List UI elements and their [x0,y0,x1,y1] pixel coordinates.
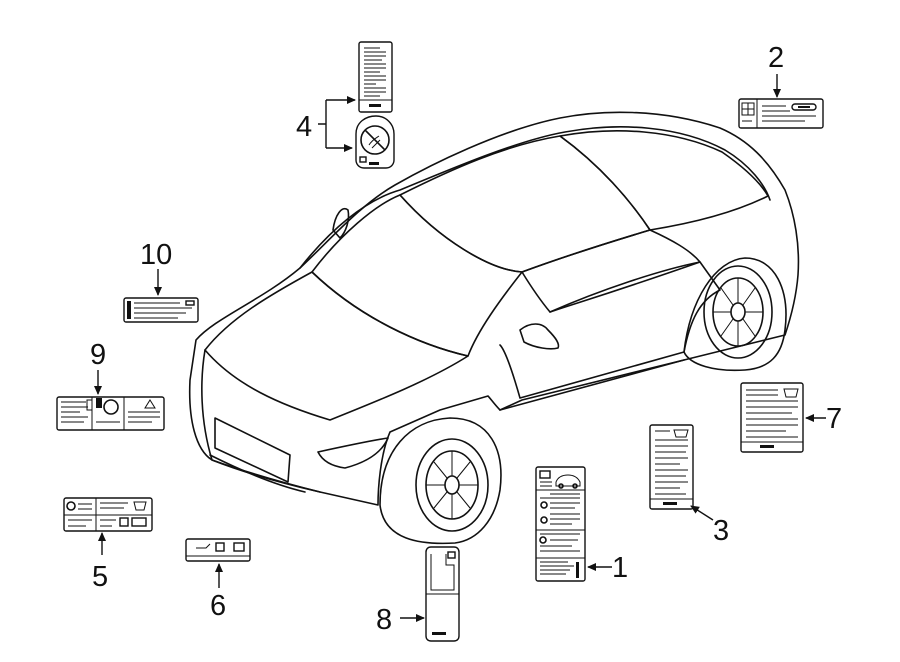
callout-4-bracket [318,100,327,148]
car-antenna [332,208,350,239]
part-5-label: 5 [63,497,153,593]
callout-8: 8 [376,604,392,636]
part-7-label: 7 [740,382,842,453]
car-lower-intake [209,454,306,493]
car-roof-panel [399,135,651,273]
car-front-fascia [201,349,321,493]
callout-10: 10 [140,239,172,271]
car-rocker [499,359,685,411]
rear-wheel [683,257,787,372]
label-7-card [740,382,804,453]
callout-9: 9 [90,339,106,371]
car-windshield [311,194,523,357]
callout-1: 1 [612,552,628,584]
label-10-card [123,297,199,323]
car-rear-glass [559,130,769,231]
car-mirror [519,323,560,350]
part-10-label: 10 [123,239,199,323]
car-hood [204,271,469,421]
car-roof-line [299,126,771,269]
label-3-card [649,424,694,510]
callout-2: 2 [768,42,784,74]
car-grille [214,417,291,483]
part-6-label: 6 [185,538,251,622]
callout-7: 7 [826,403,842,435]
part-2-label: 2 [738,42,824,129]
part-3-label: 3 [649,424,729,547]
callout-3: 3 [713,515,729,547]
part-9-label: 9 [56,339,165,431]
car-door-line [499,261,721,399]
front-wheel [379,417,502,545]
car-headlight [317,437,389,469]
part-8-label: 8 [376,546,460,642]
part-1-label: 1 [535,466,628,584]
callout-4: 4 [296,111,312,143]
callout-5: 5 [92,561,108,593]
car-illustration [188,111,800,545]
part-4-labels: 4 [296,41,395,169]
callout-6: 6 [210,590,226,622]
